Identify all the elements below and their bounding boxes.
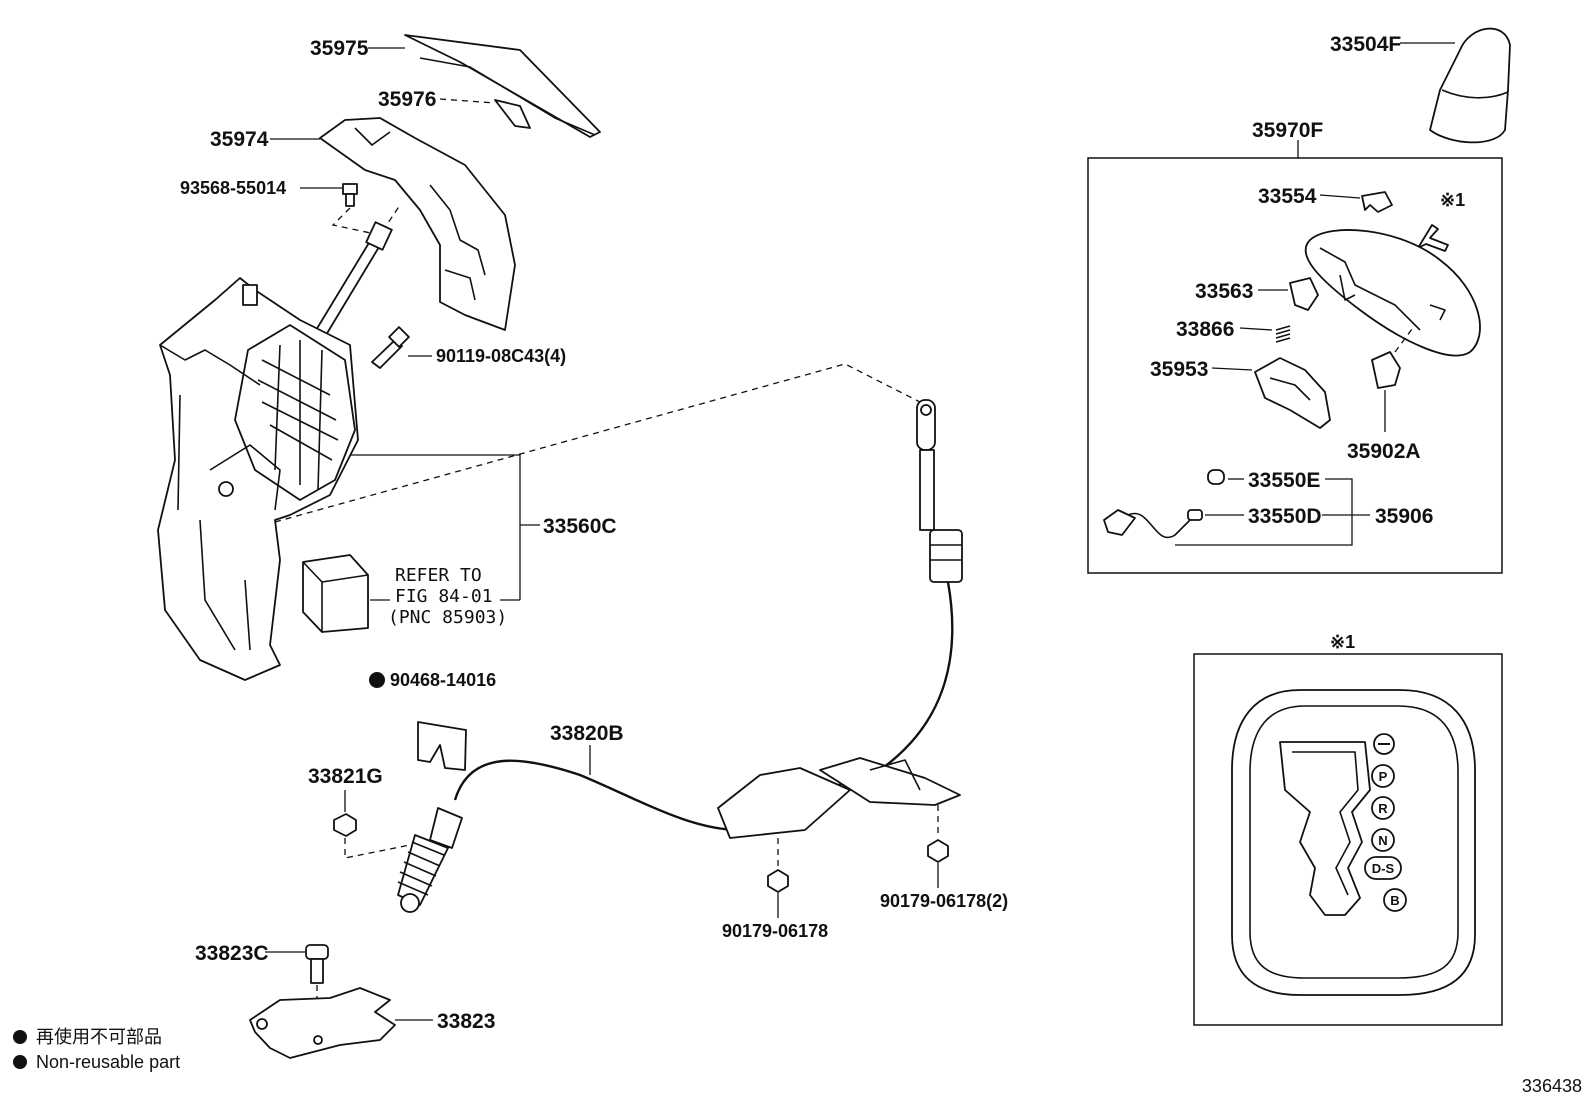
cable-bracket bbox=[717, 757, 961, 839]
gate-view-box bbox=[1193, 653, 1503, 1026]
assembly-box-35970f bbox=[1087, 157, 1503, 574]
dash-35902a bbox=[1394, 324, 1416, 353]
shift-lever-rod bbox=[309, 221, 393, 346]
label-93568: 93568-55014 bbox=[180, 178, 286, 198]
part-35975-plate[interactable] bbox=[404, 34, 601, 138]
label-90179b: 90179-06178(2) bbox=[880, 891, 1008, 911]
part-33563[interactable] bbox=[1289, 277, 1319, 311]
gate-indicator-n: N bbox=[1371, 828, 1395, 852]
legend-dot-jp bbox=[13, 1030, 27, 1044]
leader-35953 bbox=[1211, 367, 1253, 371]
diagram-id: 336438 bbox=[1522, 1076, 1582, 1096]
cable-lower-end bbox=[397, 807, 463, 913]
label-33823: 33823 bbox=[437, 1010, 495, 1033]
label-35970f: 35970F bbox=[1252, 119, 1323, 142]
part-90468-clip[interactable] bbox=[417, 721, 467, 771]
part-33823-bracket[interactable] bbox=[249, 987, 396, 1059]
label-90468: 90468-14016 bbox=[390, 670, 496, 690]
cable-upper-end bbox=[916, 399, 963, 583]
part-33821g-nut[interactable] bbox=[333, 813, 357, 837]
label-35974: 35974 bbox=[210, 128, 269, 151]
svg-text:D-S: D-S bbox=[1372, 861, 1395, 876]
svg-text:P: P bbox=[1379, 769, 1388, 784]
cable-upper-segment bbox=[879, 581, 954, 771]
part-35974-cover[interactable] bbox=[319, 117, 516, 331]
part-33554-clip[interactable] bbox=[1361, 191, 1393, 213]
label-35976: 35976 bbox=[378, 88, 436, 111]
legend-dot-en bbox=[13, 1055, 27, 1069]
gate-indicator-b: B bbox=[1383, 888, 1407, 912]
gate-pattern bbox=[1231, 689, 1476, 996]
label-33823c: 33823C bbox=[195, 942, 269, 965]
label-33550e: 33550E bbox=[1248, 469, 1320, 492]
leader-33560c bbox=[350, 454, 540, 600]
part-90179-nut-a[interactable] bbox=[767, 869, 789, 893]
leader-35906 bbox=[1175, 478, 1370, 546]
gate-indicator-minus bbox=[1373, 733, 1395, 755]
part-33550e-bulb[interactable] bbox=[1207, 469, 1225, 485]
label-35902a: 35902A bbox=[1347, 440, 1421, 463]
dash-93568 bbox=[331, 204, 401, 236]
part-85903-module[interactable] bbox=[302, 554, 369, 633]
label-33560c: 33560C bbox=[543, 515, 617, 538]
label-33550d: 33550D bbox=[1248, 505, 1322, 528]
refer-line-1: REFER TO bbox=[395, 565, 482, 586]
label-35906: 35906 bbox=[1375, 505, 1433, 528]
part-90119-bolt[interactable] bbox=[371, 326, 410, 369]
leader-33866 bbox=[1239, 327, 1273, 331]
gate-indicator-r: R bbox=[1371, 796, 1395, 820]
svg-text:N: N bbox=[1378, 833, 1387, 848]
ref-mark-1-top: ※1 bbox=[1440, 190, 1465, 210]
refer-line-2: FIG 84-01 bbox=[395, 586, 493, 607]
part-35953[interactable] bbox=[1254, 357, 1331, 429]
label-33821g: 33821G bbox=[308, 765, 383, 788]
dash-housing-to-cable bbox=[274, 363, 921, 523]
dash-33821g bbox=[344, 838, 411, 859]
gate-indicator-p: P bbox=[1371, 764, 1395, 788]
refer-line-3: (PNC 85903) bbox=[388, 607, 507, 628]
part-93568-screw[interactable] bbox=[342, 183, 358, 207]
part-33823c-bolt[interactable] bbox=[305, 944, 329, 984]
svg-text:B: B bbox=[1390, 893, 1399, 908]
label-90179a: 90179-06178 bbox=[722, 921, 828, 941]
part-90179-nut-b[interactable] bbox=[927, 839, 949, 863]
part-33504f-knob[interactable] bbox=[1429, 27, 1511, 144]
part-35902a[interactable] bbox=[1371, 351, 1401, 389]
legend-jp: 再使用不可部品 bbox=[36, 1027, 162, 1047]
label-35953: 35953 bbox=[1150, 358, 1208, 381]
label-33866: 33866 bbox=[1176, 318, 1234, 341]
leader-33554 bbox=[1319, 194, 1361, 199]
part-33866-spring[interactable] bbox=[1275, 325, 1291, 343]
label-33504f: 33504F bbox=[1330, 33, 1401, 56]
label-35975: 35975 bbox=[310, 37, 369, 60]
non-reusable-marker bbox=[369, 672, 385, 688]
shift-indicator-plate bbox=[1304, 229, 1481, 357]
label-33563: 33563 bbox=[1195, 280, 1253, 303]
svg-text:R: R bbox=[1378, 801, 1388, 816]
part-33560c-housing[interactable] bbox=[157, 277, 359, 681]
part-35976-clip[interactable] bbox=[494, 99, 531, 129]
label-90119: 90119-08C43(4) bbox=[436, 346, 566, 366]
view-arrow bbox=[1417, 224, 1449, 252]
gate-indicator-ds: D-S bbox=[1364, 856, 1402, 880]
label-33554: 33554 bbox=[1258, 185, 1317, 208]
leader-35976 bbox=[439, 98, 496, 104]
label-33820b: 33820B bbox=[550, 722, 624, 745]
ref-mark-1-bottom: ※1 bbox=[1330, 632, 1355, 652]
part-33550d-wire[interactable] bbox=[1103, 509, 1203, 539]
legend-en: Non-reusable part bbox=[36, 1052, 180, 1072]
